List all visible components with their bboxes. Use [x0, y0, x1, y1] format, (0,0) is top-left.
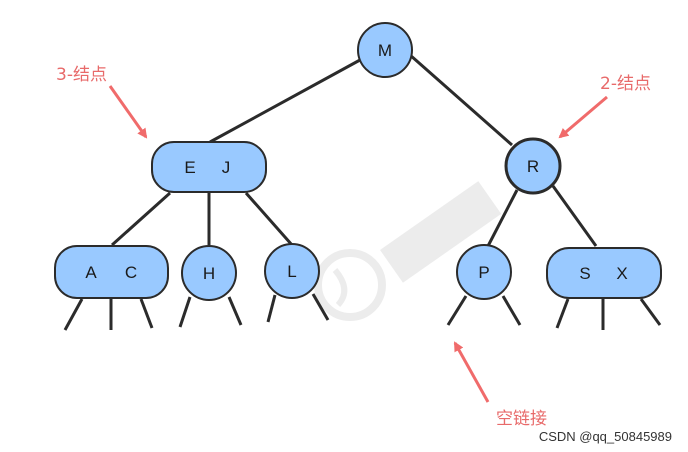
node-h — [181, 245, 237, 301]
node-l — [264, 243, 320, 299]
node-label-m: M — [378, 41, 392, 60]
null-link — [639, 298, 662, 326]
label-null-link: 空链接 — [496, 409, 547, 429]
watermark-text: CSDN @qq_50845989 — [539, 429, 672, 444]
arrow-two-node — [558, 95, 608, 139]
edge-r-p — [485, 189, 519, 249]
node-label-j: J — [222, 158, 231, 177]
annotation-arrows — [108, 85, 608, 403]
label-three-node: 3-结点 — [56, 65, 107, 85]
node-label-s: S — [579, 264, 590, 283]
null-link — [227, 296, 243, 326]
null-link — [446, 295, 468, 326]
edge-ej-l — [244, 192, 294, 246]
label-two-node: 2-结点 — [600, 74, 651, 94]
null-link — [311, 293, 330, 321]
node-label-a: A — [85, 263, 97, 282]
node-label-e: E — [184, 158, 195, 177]
null-links — [63, 293, 662, 331]
background-watermark-logo — [314, 181, 502, 321]
node-label-h: H — [203, 264, 215, 283]
arrow-null-link — [453, 341, 490, 403]
null-link — [63, 298, 84, 331]
node-label-p: P — [478, 263, 489, 282]
null-link — [555, 298, 570, 329]
null-link — [501, 295, 522, 326]
tree-nodes — [54, 22, 662, 301]
edge-m-ej — [209, 58, 361, 144]
tree-edges — [110, 53, 598, 249]
edge-m-r — [409, 53, 513, 147]
null-link — [139, 298, 154, 329]
node-ac — [54, 245, 169, 299]
node-labels: M E J R A C H L P S X — [85, 41, 627, 283]
node-label-r: R — [527, 157, 539, 176]
arrow-three-node — [108, 85, 148, 139]
node-m — [357, 22, 413, 78]
node-sx — [546, 247, 662, 299]
node-r — [504, 137, 562, 195]
node-ej — [151, 141, 267, 193]
null-link — [178, 296, 192, 328]
node-p — [456, 244, 512, 300]
node-label-l: L — [287, 262, 296, 281]
edge-ej-ac — [110, 191, 172, 247]
null-link — [266, 294, 277, 323]
node-label-c: C — [125, 263, 137, 282]
node-label-x: X — [616, 264, 627, 283]
edge-r-sx — [551, 185, 598, 247]
